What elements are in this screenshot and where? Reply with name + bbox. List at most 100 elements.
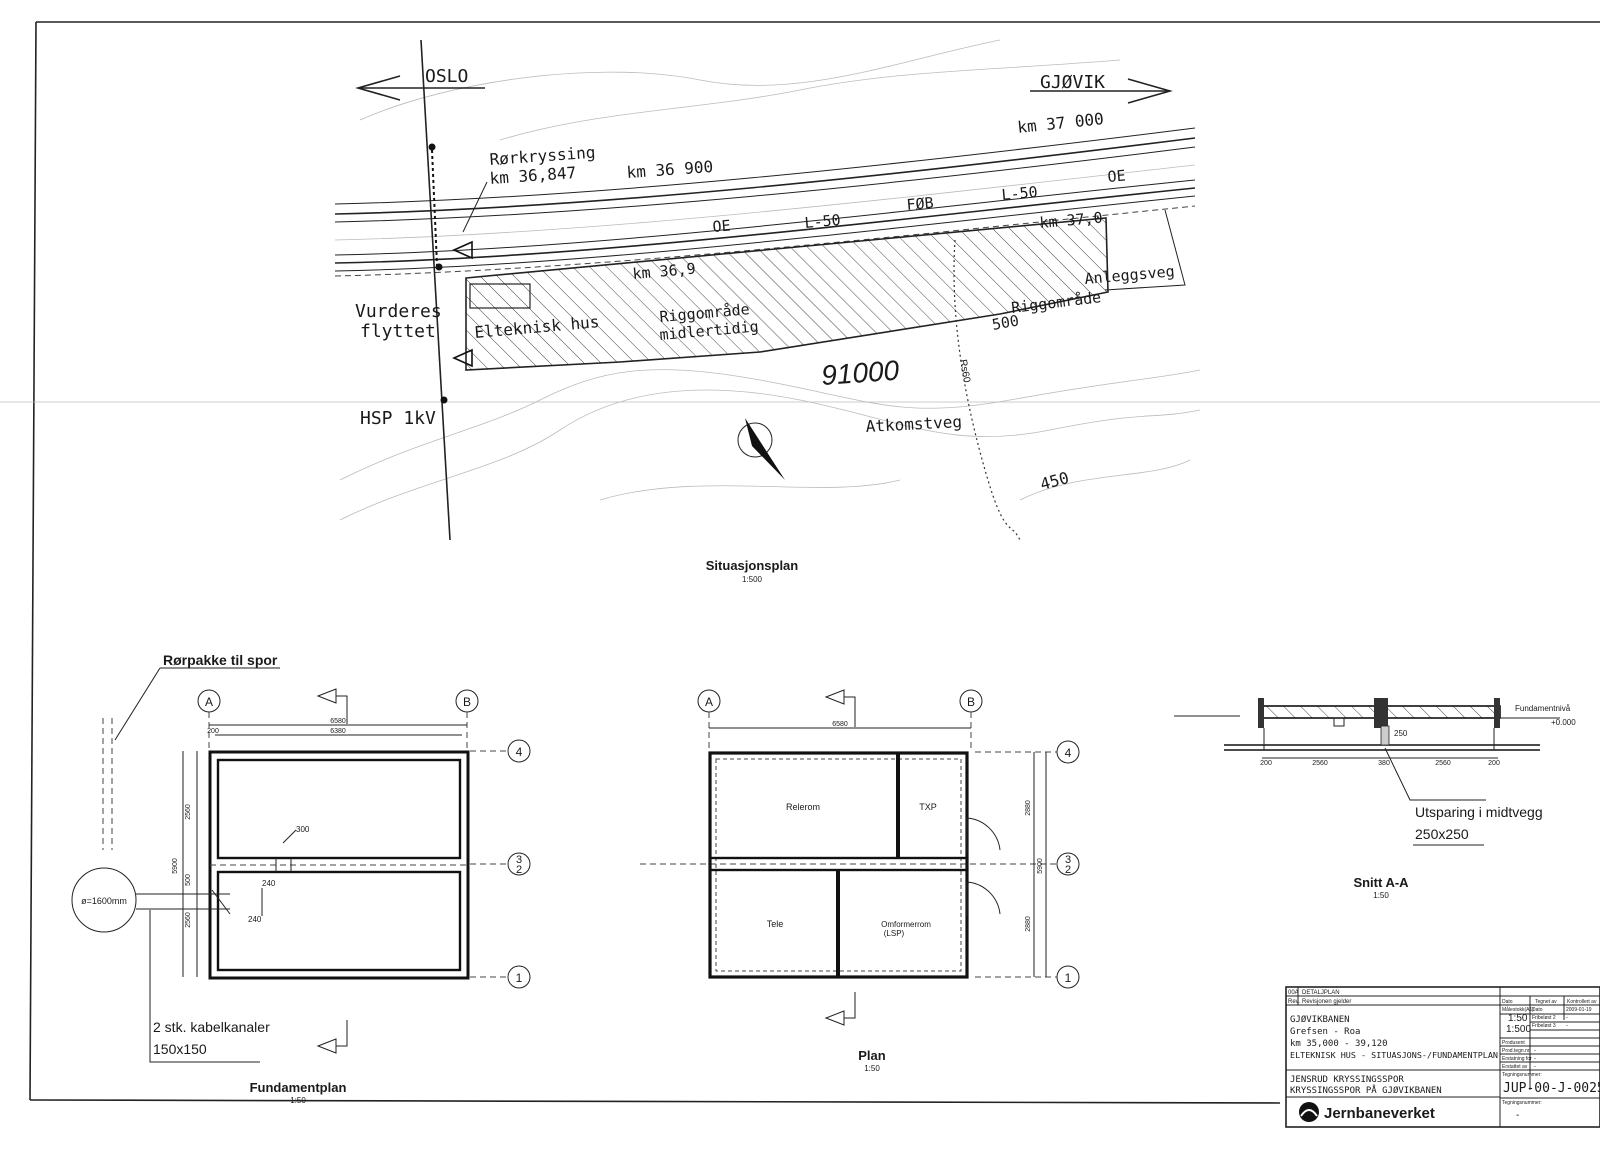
- room-tele: Tele: [767, 919, 784, 929]
- phase-code: 00A: [1288, 990, 1299, 996]
- tb-line3: km 35,000 - 39,120: [1290, 1039, 1388, 1049]
- replaced-by-dash: -: [1534, 1064, 1536, 1070]
- scale-1-50: 1:50: [1508, 1013, 1528, 1024]
- section-dim-200a: 200: [1260, 760, 1272, 767]
- axis-4-bubble: 4: [507, 739, 531, 763]
- col-date: Dato: [1502, 999, 1513, 1005]
- recess-label: Utsparing i midtvegg: [1415, 804, 1543, 820]
- room-txp: TXP: [919, 802, 937, 812]
- drawing-no-label-2: Tegningsnummer:: [1502, 1100, 1542, 1106]
- plan-dim-2880b: 2880: [1025, 916, 1032, 932]
- dim-6580: 6580: [330, 718, 346, 725]
- plan-dim-2880a: 2880: [1025, 800, 1032, 816]
- km-37000-label: km 37 000: [1016, 109, 1104, 137]
- plan-title: Plan: [858, 1048, 886, 1063]
- svg-text:4: 4: [516, 745, 523, 759]
- area-number: 91000: [820, 355, 900, 391]
- km-369-label: km 36,9: [632, 260, 697, 283]
- plan-axis-3-2-bubble: 32: [1056, 852, 1080, 876]
- col-checked: Kontrollert av: [1567, 999, 1597, 1005]
- svg-text:3: 3: [516, 854, 522, 866]
- sheet3-dash: -: [1566, 1023, 1568, 1029]
- svg-text:4: 4: [1065, 746, 1072, 760]
- evaluate-label: Vurderes: [355, 301, 442, 322]
- dim-240b: 240: [248, 915, 262, 924]
- dim-500: 500: [185, 874, 192, 886]
- el-house-outline: [469, 283, 531, 309]
- dim-2560a: 2560: [185, 804, 192, 820]
- drawing-no-label: Tegningsnummer:: [1502, 1072, 1542, 1078]
- company-logo-icon: [1299, 1102, 1319, 1122]
- prod-no-label: Prod.tegn.nr.: [1502, 1048, 1531, 1054]
- km-370-label: km 37,0: [1039, 209, 1104, 232]
- axis-a-bubble: A: [197, 689, 221, 713]
- plan-axis-b-bubble: B: [959, 689, 983, 713]
- plan-scale: 1:50: [864, 1064, 880, 1073]
- axis-3-2-bubble: 32: [507, 852, 531, 876]
- tb-project1: JENSRUD KRYSSINGSSPOR: [1290, 1075, 1404, 1085]
- section-title: Snitt A-A: [1353, 875, 1409, 890]
- l50-label-1: L-50: [804, 211, 842, 232]
- plan-dim-6580: 6580: [832, 721, 848, 728]
- rig-area-hatched: [465, 217, 1109, 371]
- tb-line1: GJØVIKBANEN: [1290, 1014, 1350, 1025]
- drawing-no-dash: -: [1516, 1110, 1519, 1121]
- dir-left-label: OSLO: [425, 66, 468, 87]
- svg-text:3: 3: [1065, 854, 1071, 866]
- elev-450-label: 450: [1038, 468, 1071, 494]
- hsp-label: HSP 1kV: [360, 408, 436, 429]
- dim-5900: 5900: [172, 858, 179, 874]
- oe-label-1: OE: [712, 216, 732, 236]
- company-name: Jernbaneverket: [1324, 1105, 1435, 1122]
- arrow-left-oslo: [355, 75, 485, 101]
- dir-right-label: GJØVIK: [1040, 72, 1105, 93]
- plan-dim-5900: 5900: [1037, 858, 1044, 874]
- svg-text:B: B: [967, 695, 975, 709]
- plan-axis-1-bubble: 1: [1056, 965, 1080, 989]
- axis-1-bubble: 1: [507, 965, 531, 989]
- foundation-level-value: +0.000: [1551, 718, 1576, 727]
- room-transformer: Omformerrom: [881, 920, 931, 929]
- svg-text:2: 2: [1065, 864, 1071, 876]
- svg-text:A: A: [205, 695, 213, 709]
- tb-line4: ELTEKNISK HUS - SITUASJONS-/FUNDAMENTPLA…: [1290, 1051, 1498, 1060]
- svg-text:2: 2: [516, 864, 522, 876]
- sheet-frame: [0, 21, 1600, 1104]
- pipe-pack-label: Rørpakke til spor: [163, 652, 278, 668]
- rs60-label: Rs60: [957, 359, 972, 384]
- drawing-no: JUP-00-J-00252: [1503, 1081, 1600, 1096]
- replaced-by-label: Erstattet av: [1502, 1064, 1528, 1070]
- replaces-label: Erstatning for: [1502, 1056, 1532, 1062]
- elev-500-label: 500: [991, 312, 1021, 334]
- floor-plan: A B 4 32 1 6580 2880 5900 2880 Relerom: [640, 689, 1080, 1073]
- sheet2-label: Fribeløst 2: [1532, 1015, 1556, 1021]
- svg-text:A: A: [705, 695, 713, 709]
- km-36900-label: km 36 900: [626, 157, 714, 182]
- scale-1-500: 1:500: [1506, 1024, 1531, 1035]
- foundation-plan-title: Fundamentplan: [250, 1080, 347, 1095]
- svg-text:1: 1: [516, 971, 523, 985]
- svg-text:ø=1600mm: ø=1600mm: [81, 896, 127, 906]
- room-transformer-lsp: (LSP): [884, 929, 905, 938]
- foundation-level-label: Fundamentnivå: [1515, 704, 1571, 713]
- scale-label: Målestokk(A1): [1502, 1006, 1534, 1013]
- section-dim-2560b: 2560: [1435, 760, 1451, 767]
- oe-label-2: OE: [1107, 166, 1127, 186]
- l50-label-2: L-50: [1001, 183, 1039, 204]
- arrow-right-gjovik: [1030, 78, 1173, 104]
- sheet2-dash: -: [1566, 1015, 1568, 1021]
- produced-label: Produsent: [1502, 1040, 1525, 1046]
- cable-duct-label: 2 stk. kabelkanaler: [153, 1019, 270, 1035]
- foundation-plan: Rørpakke til spor A B 4 32 1 6580 6380 2…: [71, 652, 531, 1105]
- col-drawn: Tegnet av: [1535, 999, 1557, 1005]
- dim-240a: 240: [262, 879, 276, 888]
- north-arrow-icon: [737, 418, 785, 480]
- section-dim-200b: 200: [1488, 760, 1500, 767]
- svg-text:B: B: [463, 695, 471, 709]
- section-a-a: Fundamentnivå +0.000 200 2560 380 2560 2…: [1174, 698, 1576, 900]
- rev-text: Revisjonen gjelder: [1302, 999, 1351, 1005]
- tb-project2: KRYSSINGSSPOR PÅ GJØVIKBANEN: [1290, 1084, 1442, 1096]
- section-dim-380: 380: [1378, 760, 1390, 767]
- foundation-plan-scale: 1:50: [290, 1096, 306, 1105]
- site-plan: OSLO GJØVIK Rørkryssing km 36,847 km 36 …: [334, 39, 1201, 584]
